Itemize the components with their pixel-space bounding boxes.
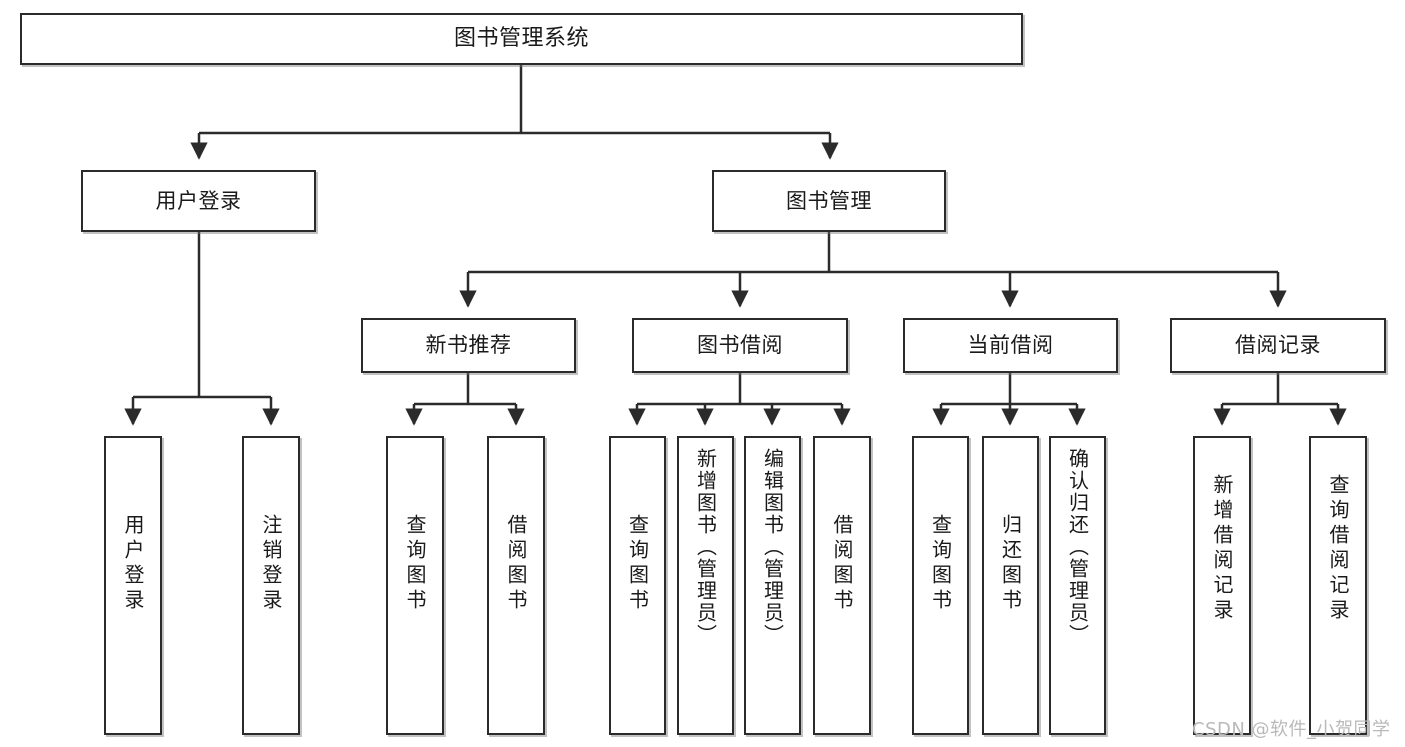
leaf-borrow-book-1[interactable]: 借阅图书 [487,436,545,735]
leaf-query-book-2-label: 查询图书 [625,514,650,614]
leaf-return-book-label: 归还图书 [998,514,1023,614]
leaf-query-book-3[interactable]: 查询图书 [912,436,969,735]
node-root[interactable]: 图书管理系统 [20,13,1023,65]
leaf-logout-label: 注销登录 [259,514,283,614]
leaf-query-book-1-label: 查询图书 [403,514,427,614]
node-new-book-rec-label: 新书推荐 [425,333,512,358]
node-root-label: 图书管理系统 [453,26,589,52]
leaf-confirm-return[interactable]: 确认归还（管理员） [1049,436,1106,735]
leaf-add-book-label: 新增图书（管理员） [693,448,718,646]
node-new-book-rec[interactable]: 新书推荐 [361,318,576,373]
leaf-add-record[interactable]: 新增借阅记录 [1193,436,1251,735]
node-user-login-label: 用户登录 [155,188,242,213]
leaf-borrow-book-2-label: 借阅图书 [830,514,854,614]
node-book-manage[interactable]: 图书管理 [712,170,946,232]
leaf-edit-book-label: 编辑图书（管理员） [760,448,785,646]
node-book-borrow[interactable]: 图书借阅 [632,318,848,373]
leaf-borrow-book-1-label: 借阅图书 [504,514,528,614]
leaf-logout[interactable]: 注销登录 [242,436,300,735]
node-current-borrow-label: 当前借阅 [967,333,1054,358]
leaf-user-login-label: 用户登录 [121,514,145,614]
node-borrow-record[interactable]: 借阅记录 [1170,318,1386,373]
node-book-borrow-label: 图书借阅 [697,333,783,358]
leaf-return-book[interactable]: 归还图书 [982,436,1039,735]
leaf-user-login[interactable]: 用户登录 [104,436,162,735]
csdn-watermark: CSDN @软件_小贺同学 [1192,719,1391,740]
node-current-borrow[interactable]: 当前借阅 [903,318,1118,373]
leaf-query-record[interactable]: 查询借阅记录 [1309,436,1367,735]
leaf-confirm-return-label: 确认归还（管理员） [1065,448,1090,646]
leaf-add-record-label: 新增借阅记录 [1210,474,1234,624]
node-borrow-record-label: 借阅记录 [1235,333,1321,358]
leaf-add-book[interactable]: 新增图书（管理员） [677,436,734,735]
leaf-query-book-1[interactable]: 查询图书 [386,436,444,735]
leaf-query-book-2[interactable]: 查询图书 [609,436,666,735]
node-user-login[interactable]: 用户登录 [81,170,316,232]
leaf-edit-book[interactable]: 编辑图书（管理员） [744,436,801,735]
leaf-query-record-label: 查询借阅记录 [1326,474,1350,624]
leaf-query-book-3-label: 查询图书 [928,514,953,614]
leaf-borrow-book-2[interactable]: 借阅图书 [813,436,871,735]
node-book-manage-label: 图书管理 [786,188,872,213]
